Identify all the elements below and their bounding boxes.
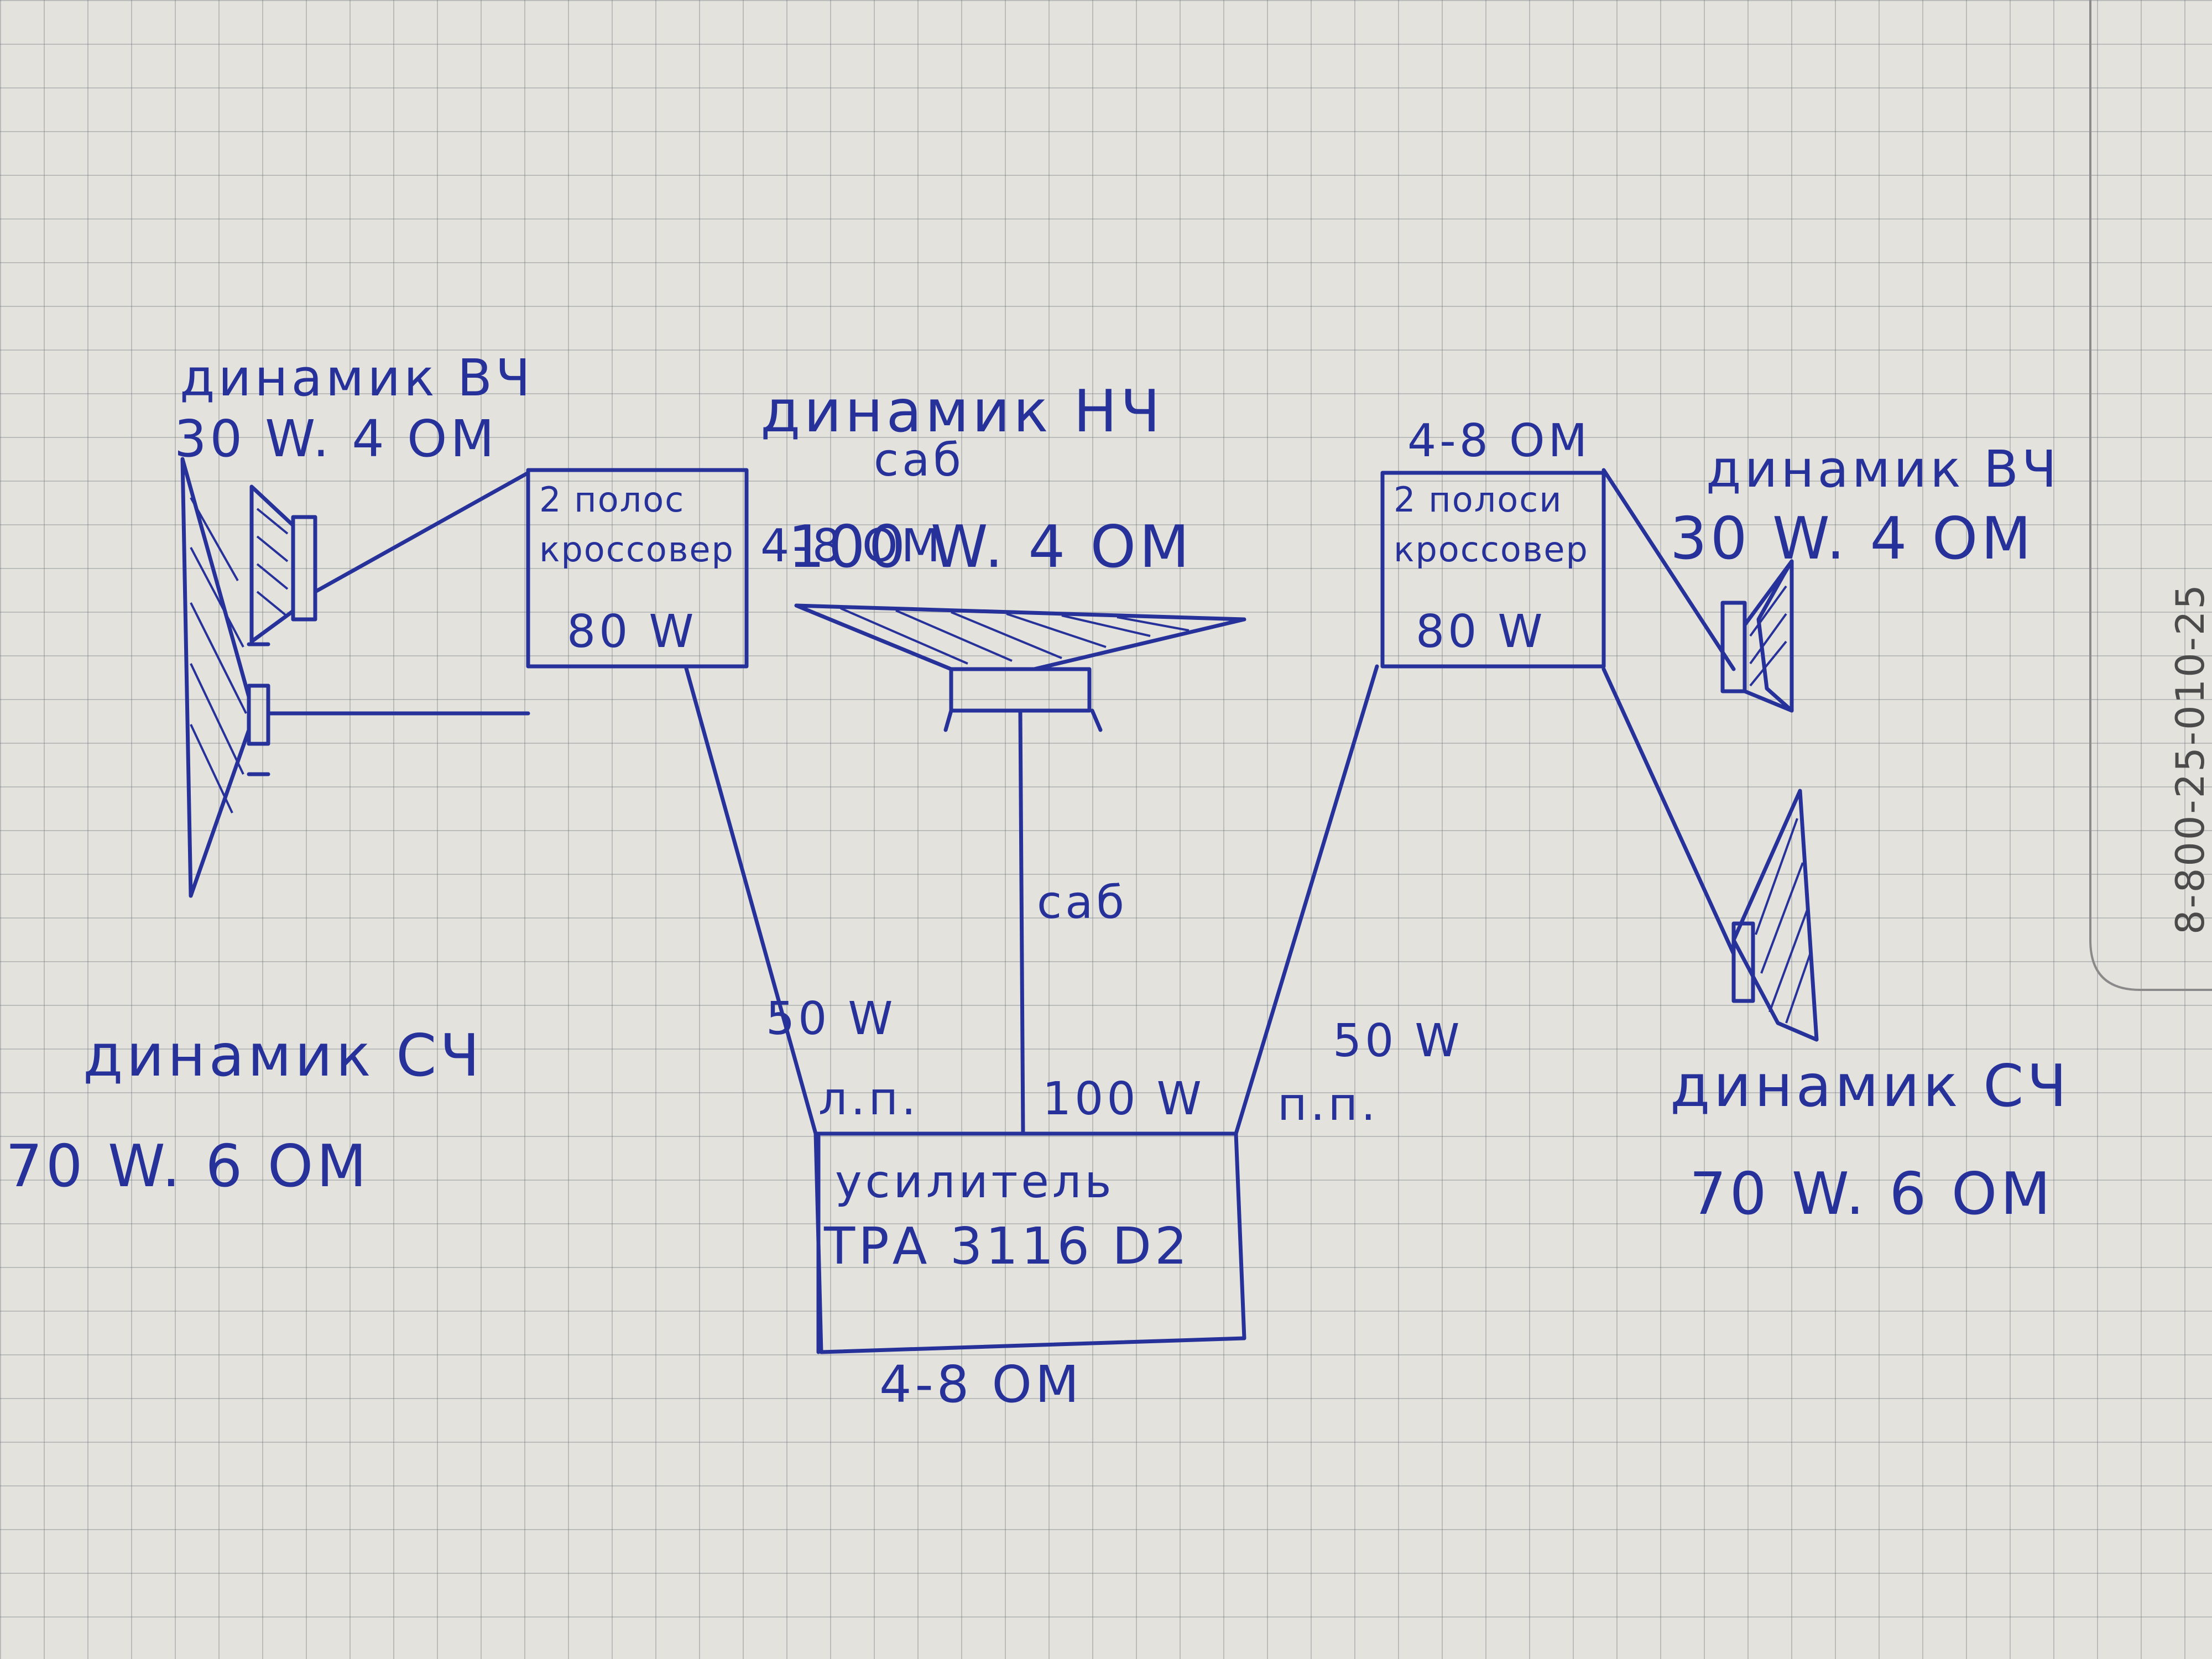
left-tweeter-spec: 30 W. 4 ОМ (174, 409, 498, 468)
wire-right-tweeter-crossover (1601, 468, 1736, 671)
left-crossover-box (526, 468, 749, 669)
left-tweeter-title: динамик ВЧ (180, 348, 534, 408)
left-channel-name: л.п. (818, 1073, 919, 1125)
left-midrange-title: динамик СЧ (83, 1022, 483, 1089)
wire-sub-channel (1018, 708, 1025, 1136)
right-crossover-power: 80 W (1416, 606, 1546, 658)
right-crossover-line2: кроссовер (1394, 529, 1589, 570)
right-midrange-speaker-icon (1731, 789, 1819, 1042)
subwoofer-spec: 100 W. 4 ОМ (788, 513, 1193, 581)
amplifier-impedance: 4-8 ОМ (879, 1355, 1082, 1414)
amplifier-model: ТРА 3116 D2 (823, 1217, 1191, 1276)
right-crossover-impedance: 4-8 ОМ (1407, 415, 1590, 467)
right-crossover-line1: 2 полоси (1394, 479, 1563, 520)
notebook-page-edge (2089, 0, 2212, 991)
sub-channel-power: 100 W (1042, 1073, 1205, 1125)
subwoofer-subtitle: саб (874, 434, 964, 487)
left-midrange-spec: 70 W. 6 ОМ (6, 1133, 370, 1200)
left-crossover-power: 80 W (567, 606, 697, 658)
wire-left-tweeter-crossover (313, 471, 530, 594)
subwoofer-title: динамик НЧ (760, 378, 1164, 445)
phone-number-text: 8-800-25-010-25 (2168, 583, 2212, 935)
subwoofer-speaker-icon (794, 603, 1246, 732)
left-midrange-speaker-icon (180, 457, 270, 898)
left-crossover-impedance: 4-8 ОМ (760, 520, 943, 572)
right-crossover-box (1380, 471, 1606, 669)
wire-right-channel (1234, 664, 1379, 1136)
right-midrange-title: динамик СЧ (1670, 1052, 2070, 1120)
right-tweeter-title: динамик ВЧ (1706, 440, 2060, 499)
right-channel-name: п.п. (1277, 1078, 1379, 1131)
wire-left-channel (684, 664, 818, 1136)
right-channel-power: 50 W (1333, 1015, 1463, 1067)
left-crossover-line2: кроссовер (539, 529, 734, 570)
right-midrange-spec: 70 W. 6 ОМ (1689, 1160, 2054, 1228)
left-tweeter-speaker-icon (249, 484, 317, 644)
right-tweeter-spec: 30 W. 4 ОМ (1670, 505, 2034, 572)
wire-right-midrange-crossover (1601, 667, 1736, 956)
sub-line-label: саб (1037, 877, 1128, 929)
right-tweeter-speaker-icon (1720, 559, 1794, 713)
left-crossover-line1: 2 полос (539, 479, 685, 520)
left-channel-power: 50 W (766, 993, 896, 1045)
amplifier-title: усилитель (835, 1156, 1115, 1208)
